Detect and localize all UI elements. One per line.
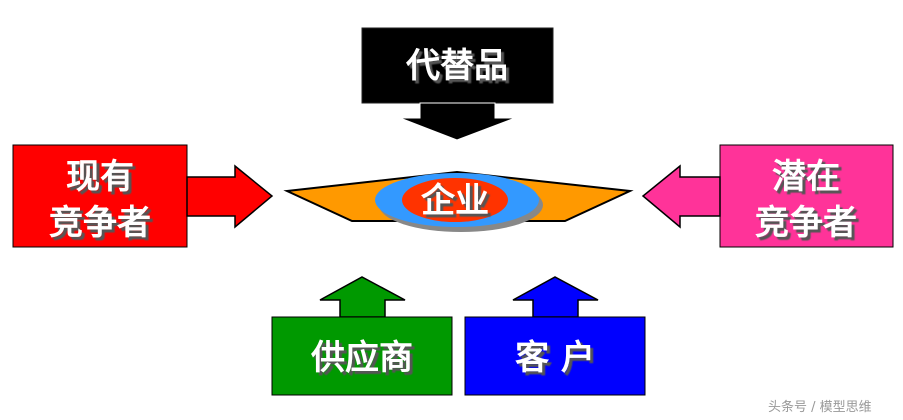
customers-node: 客 户: [464, 316, 646, 396]
substitutes-label: 代替品: [405, 46, 508, 86]
enterprise-label: 企业: [421, 181, 489, 221]
existing-competitors-line1: 现有: [66, 157, 134, 197]
substitutes-node: 代替品: [361, 27, 554, 104]
arrow-down-icon: [399, 102, 516, 141]
potential-competitors-line1: 潜在: [772, 157, 840, 197]
existing-competitors-node: 现有 竞争者: [12, 144, 188, 248]
enterprise-node: 企业: [283, 170, 634, 232]
potential-competitors-line2: 竞争者: [755, 203, 857, 243]
arrow-right-icon: [186, 164, 274, 229]
watermark: 头条号 / 模型思维: [768, 399, 872, 415]
arrow-up-icon: [319, 276, 406, 318]
existing-competitors-line2: 竞争者: [49, 203, 151, 243]
suppliers-node: 供应商: [271, 316, 453, 396]
arrow-left-icon: [641, 164, 721, 229]
suppliers-label: 供应商: [310, 338, 413, 378]
arrow-up-icon: [512, 276, 599, 318]
customers-label: 客 户: [515, 338, 595, 378]
potential-competitors-node: 潜在 竞争者: [719, 144, 894, 248]
